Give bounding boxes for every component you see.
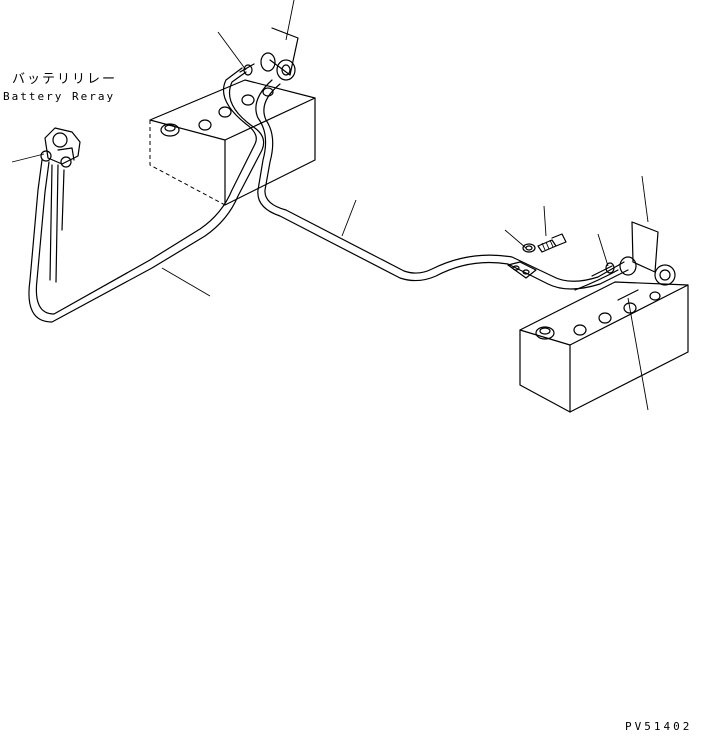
relay-label-jp: バッテリリレー	[12, 72, 118, 87]
cables	[28, 63, 639, 323]
figure-code: PV51402	[625, 720, 693, 733]
bolt-and-washer	[522, 233, 567, 253]
battery-relay	[40, 127, 81, 168]
battery-left	[149, 27, 316, 206]
relay-label-en: Battery Reray	[3, 90, 116, 103]
battery-right	[519, 221, 689, 413]
leader-lines	[11, 0, 649, 411]
